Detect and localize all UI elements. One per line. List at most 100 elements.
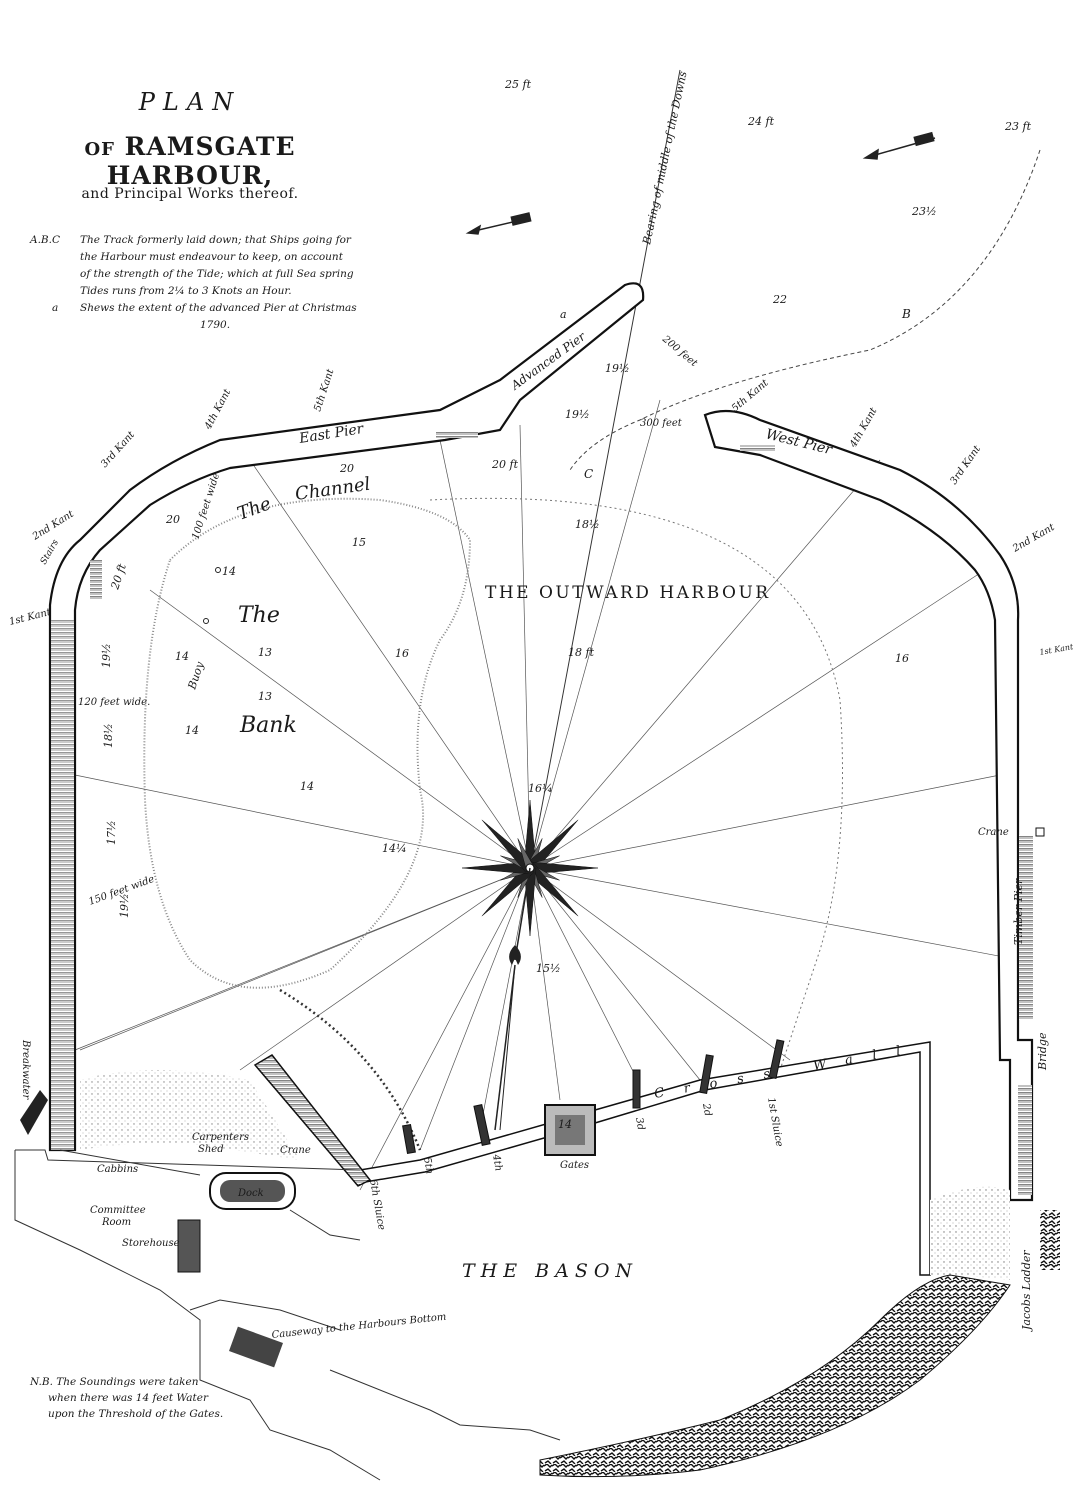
compass-ray bbox=[479, 867, 531, 1131]
sluice-label: 5th bbox=[421, 1157, 435, 1175]
width-label: 100 feet wide bbox=[190, 472, 222, 541]
compass-ray bbox=[419, 867, 531, 1151]
channel-label: Channel bbox=[294, 474, 372, 505]
kant-label: 1st Kant bbox=[8, 607, 53, 628]
map-subtitle: and Principal Works thereof. bbox=[81, 186, 299, 202]
timber-pier-label: Timber Pier bbox=[1012, 878, 1025, 945]
letter-c-label: C bbox=[584, 467, 593, 481]
bank-label: Bank bbox=[239, 713, 297, 738]
cliff-rocks bbox=[1040, 1210, 1060, 1270]
sounding: 23 ft bbox=[1004, 120, 1032, 133]
west-wall-hatch bbox=[740, 445, 775, 451]
sounding: 16 bbox=[895, 652, 909, 665]
dock-inner bbox=[220, 1180, 285, 1202]
sounding: 14 bbox=[185, 724, 199, 737]
sounding: 19½ bbox=[100, 643, 113, 668]
legend-text: The Track formerly laid down; that Ships… bbox=[80, 234, 351, 246]
letter-a-label: a bbox=[560, 308, 567, 321]
sounding: 13 bbox=[258, 690, 272, 703]
compass-ray bbox=[519, 424, 531, 869]
room-label: Room bbox=[101, 1217, 131, 1228]
legend-key-a: a bbox=[52, 302, 59, 314]
sounding: 15 bbox=[352, 536, 366, 549]
east-wall-hatch bbox=[90, 560, 102, 600]
compass-ray bbox=[529, 867, 1021, 961]
sounding: 22 bbox=[772, 293, 787, 306]
sounding: 14 bbox=[300, 780, 314, 793]
bason-outline bbox=[14, 1149, 561, 1481]
map-title: of RAMSGATE HARBOUR, bbox=[84, 132, 296, 190]
sluice-label: 3d bbox=[633, 1117, 646, 1131]
tide-arrow bbox=[862, 131, 936, 160]
compass-ray bbox=[529, 559, 1001, 869]
compass-ray bbox=[529, 867, 641, 1086]
compass-ray bbox=[439, 439, 531, 869]
bearing-line bbox=[529, 69, 681, 871]
bridge-label: Bridge bbox=[1036, 1032, 1049, 1071]
east-wall-hatch bbox=[51, 620, 74, 1150]
dock-label: Dock bbox=[237, 1188, 264, 1199]
sounding: 19½ bbox=[118, 893, 131, 918]
sounding: 14¼ bbox=[382, 842, 407, 855]
compass-rays bbox=[74, 399, 1021, 1191]
compass-ray bbox=[79, 867, 531, 1051]
plan-heading: PLAN bbox=[138, 88, 242, 116]
sounding: 19½ bbox=[605, 362, 630, 375]
sluice-label: 6th Sluice bbox=[367, 1179, 387, 1231]
breakwater-label: Breakwater bbox=[20, 1039, 31, 1101]
carpenters-label: Carpenters bbox=[192, 1132, 249, 1143]
east-pier-wall bbox=[48, 282, 645, 1152]
compass-needle bbox=[499, 964, 516, 1131]
sounding: 17½ bbox=[105, 820, 118, 845]
sluice-marks bbox=[402, 1039, 785, 1155]
causeway-building bbox=[229, 1326, 283, 1368]
compass-ray bbox=[529, 459, 881, 869]
legend-key-abc: A.B.C bbox=[30, 234, 61, 246]
kant-label: 5th Kant bbox=[312, 367, 336, 413]
crane-left-label: Crane bbox=[280, 1145, 311, 1156]
letter-b-label: B bbox=[901, 307, 911, 321]
compass-ray bbox=[74, 774, 531, 869]
compass-ray bbox=[239, 867, 531, 1071]
crane-right-mark bbox=[1035, 827, 1045, 837]
sounding: 14 bbox=[175, 650, 189, 663]
bearing-label: Bearing of middle of the Downs bbox=[640, 70, 690, 247]
bank-the-label: The bbox=[238, 603, 280, 628]
storehouse-label: Storehouse bbox=[122, 1238, 180, 1249]
shore-stipple bbox=[80, 1070, 300, 1160]
sounding: 14 bbox=[558, 1118, 572, 1131]
sounding: Buoy bbox=[185, 660, 207, 692]
sounding: 24 ft bbox=[747, 115, 775, 128]
buoy-marker bbox=[215, 567, 221, 573]
sounding: 18 ft bbox=[568, 646, 595, 659]
shed-label: Shed bbox=[198, 1144, 224, 1155]
compass-ray bbox=[149, 589, 531, 869]
advanced-pier-label: Advanced Pier bbox=[508, 329, 589, 393]
sounding: 18½ bbox=[102, 723, 115, 748]
west-wall-hatch bbox=[1018, 1085, 1032, 1195]
fleur-de-lis-icon bbox=[509, 945, 521, 965]
compass-ray bbox=[529, 867, 561, 1101]
jacobs-ladder-label: Jacobs Ladder bbox=[1020, 1250, 1033, 1332]
west-pier-wall bbox=[703, 409, 1034, 1202]
cabbins-label: Cabbins bbox=[97, 1164, 138, 1175]
bason-label: THE BASON bbox=[462, 1260, 638, 1282]
sluice-label: 2d bbox=[700, 1102, 713, 1117]
legend-text: Shews the extent of the advanced Pier at… bbox=[80, 302, 357, 314]
outward-harbour-label: THE OUTWARD HARBOUR bbox=[485, 583, 771, 603]
kant-label: 3rd Kant bbox=[948, 443, 983, 487]
storehouse bbox=[177, 1219, 201, 1273]
sounding: 16¼ bbox=[528, 782, 553, 795]
sounding: 20 bbox=[165, 513, 180, 526]
buoy-marker bbox=[203, 618, 209, 624]
stairs-label: Stairs bbox=[39, 538, 61, 567]
legend: A.B.C The Track formerly laid down; that… bbox=[30, 232, 390, 334]
legend-text: Tides runs from 2¼ to 3 Knots an Hour. bbox=[80, 285, 292, 297]
sounding: 20 ft bbox=[108, 562, 129, 592]
legend-year: 1790. bbox=[200, 319, 231, 331]
sounding: 23½ bbox=[911, 205, 937, 218]
compass-ray bbox=[249, 459, 531, 869]
width-label: 300 feet bbox=[640, 418, 683, 429]
note-line: upon the Threshold of the Gates. bbox=[48, 1408, 224, 1420]
